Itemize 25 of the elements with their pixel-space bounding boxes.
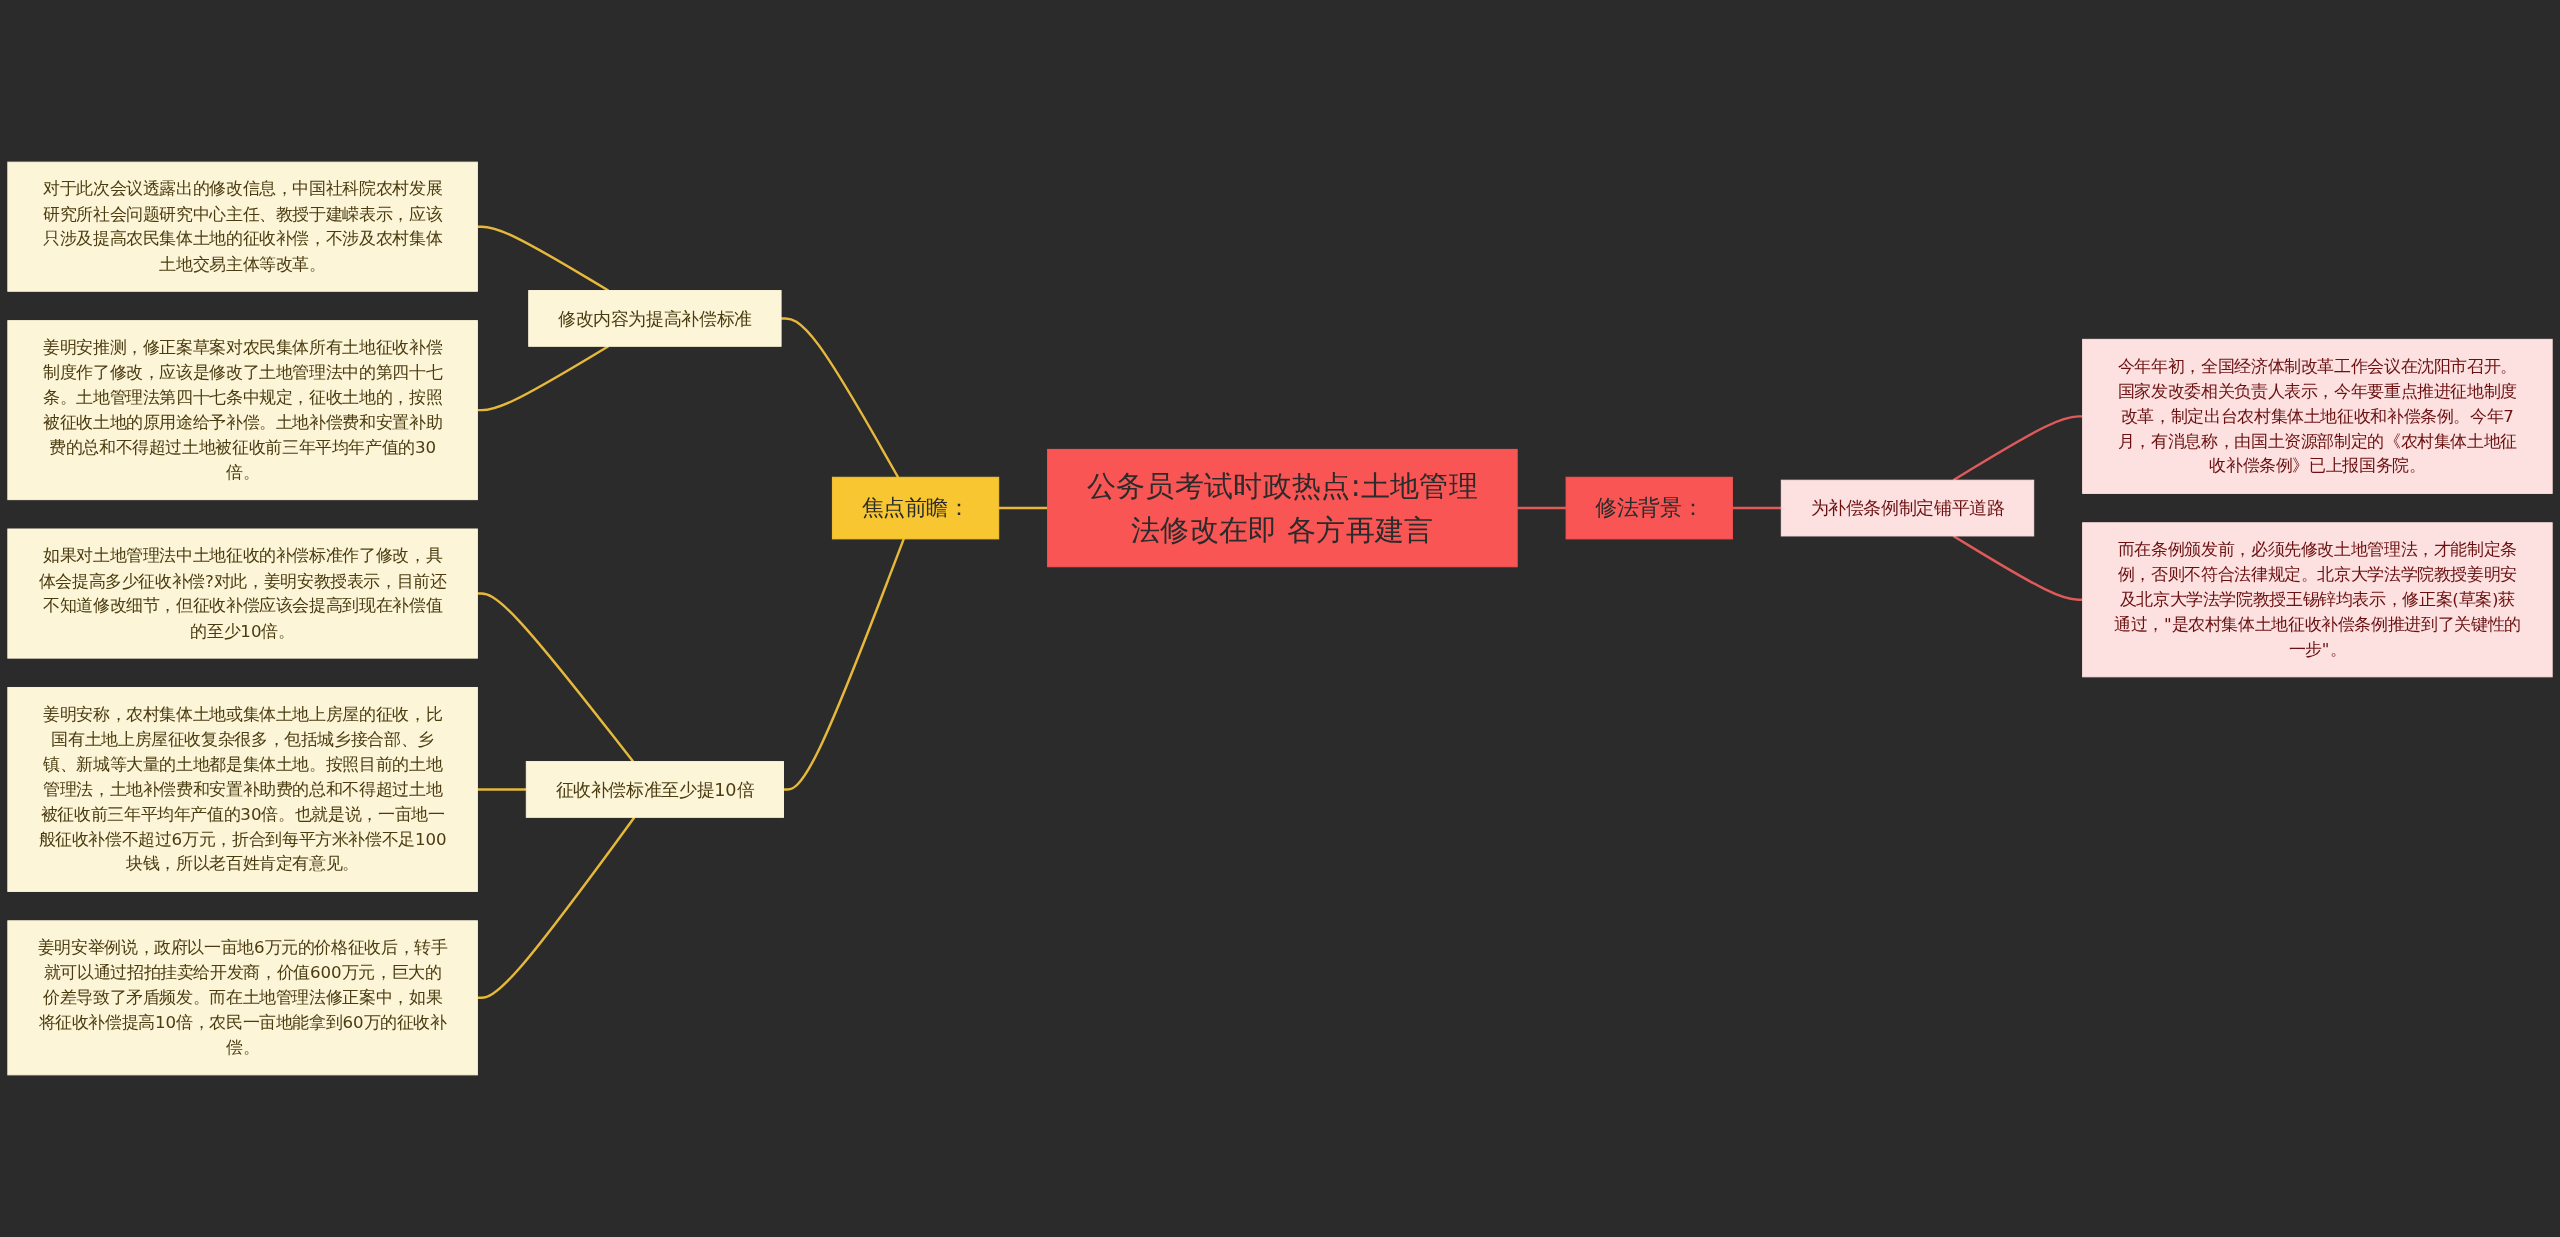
connector — [1952, 415, 2083, 482]
node-box — [2082, 522, 2553, 678]
node-box — [528, 290, 782, 347]
connector — [477, 225, 609, 292]
node-box — [525, 761, 784, 818]
node-box — [7, 320, 478, 501]
connector — [1517, 506, 1567, 510]
node-box — [1047, 448, 1518, 568]
node-box — [1780, 479, 2035, 537]
node-box — [1565, 476, 1733, 540]
node-box — [7, 920, 478, 1076]
node-box — [7, 687, 478, 892]
connector — [781, 317, 900, 478]
connector — [1732, 506, 1782, 510]
connector — [783, 538, 905, 791]
connector — [477, 816, 636, 1000]
connector — [998, 506, 1048, 510]
connector — [1952, 534, 2083, 601]
connector — [477, 592, 635, 763]
node-box — [7, 528, 478, 659]
connector — [477, 345, 609, 412]
node-box — [2082, 338, 2553, 494]
node-box — [7, 161, 478, 292]
connector — [477, 788, 527, 791]
node-box — [831, 476, 1000, 540]
